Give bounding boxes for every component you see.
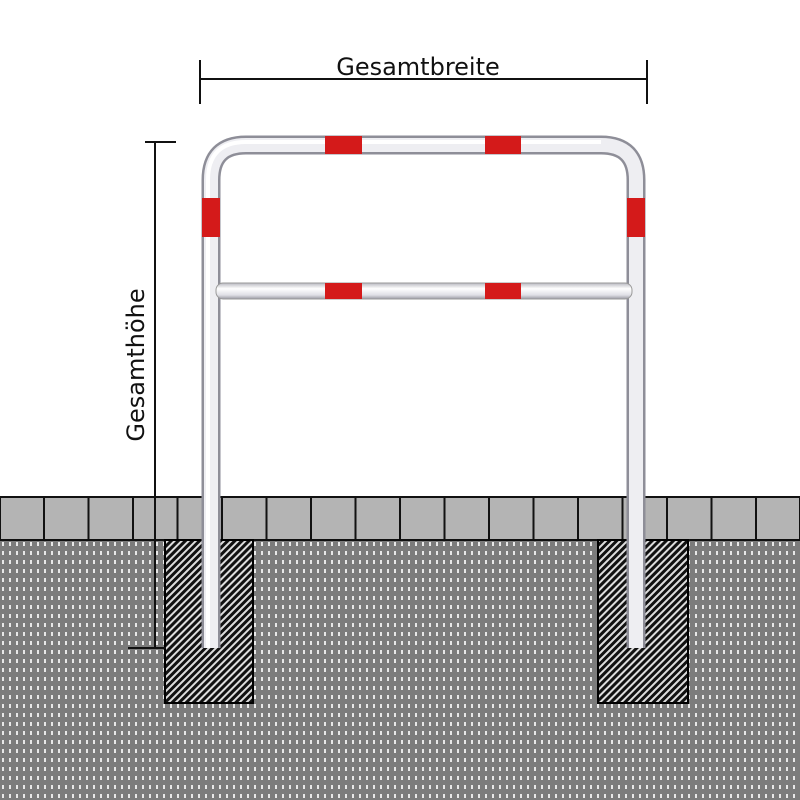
width-dimension: [199, 60, 648, 104]
barrier: [201, 135, 646, 648]
height-dimension: [128, 141, 176, 649]
reflector-bands: [202, 136, 645, 299]
width-label: Gesamtbreite: [336, 53, 500, 81]
height-label: Gesamthöhe: [122, 288, 150, 441]
pavement: [0, 496, 800, 541]
middle-rail: [215, 282, 633, 300]
